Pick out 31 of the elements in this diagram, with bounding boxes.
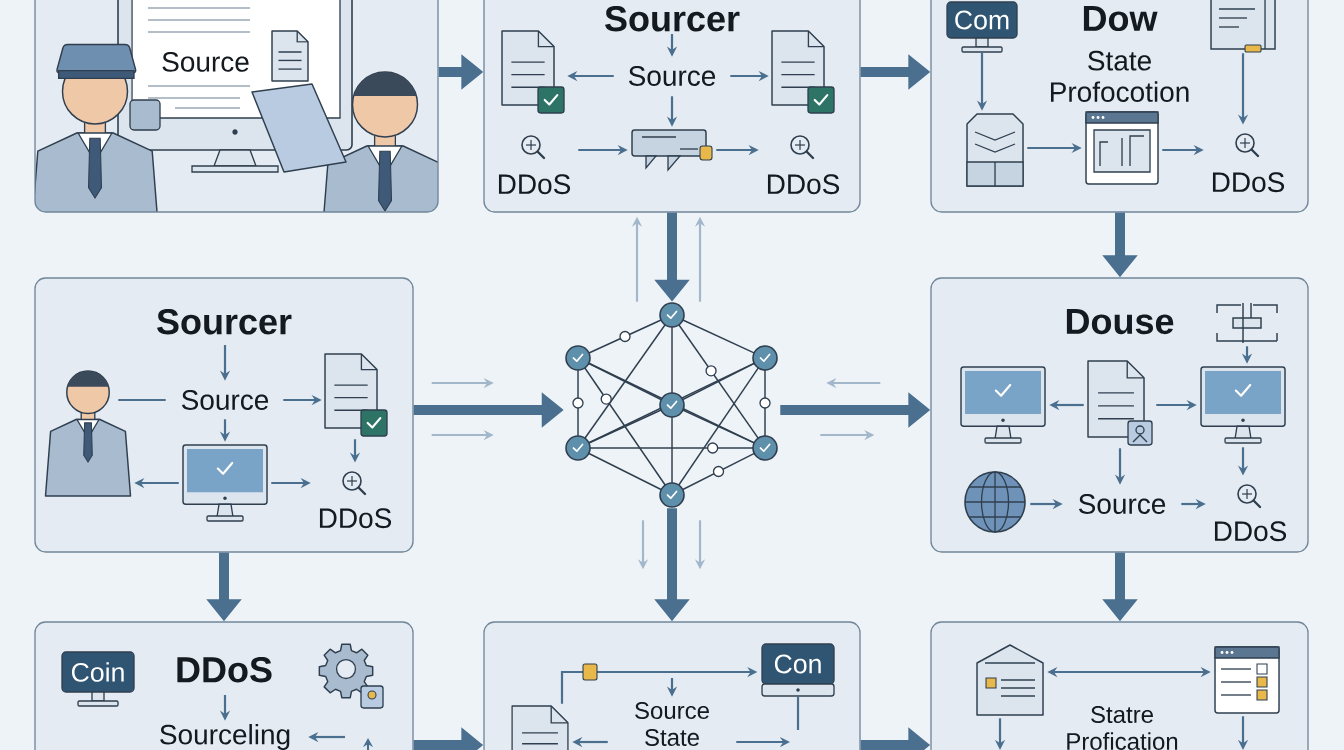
document-icon (771, 30, 835, 114)
network-drawing (565, 302, 778, 508)
step-label: DDoS (498, 174, 571, 195)
monitor-icon (182, 444, 268, 522)
step-label: Source (628, 66, 716, 86)
server-icon (966, 113, 1024, 187)
browser-icon (1085, 111, 1159, 185)
document-icon (324, 353, 388, 437)
step-label: Source (1078, 494, 1166, 514)
step-label: DDoS (767, 174, 840, 195)
document-icon (511, 705, 569, 750)
step-label: Statre Profication (1067, 706, 1178, 750)
illustration-panel: Source (34, 0, 439, 213)
globe-icon (964, 471, 1026, 533)
gear-icon (318, 643, 384, 709)
connector-line (796, 696, 800, 730)
monitor-icon (960, 366, 1046, 444)
browser-icon (1214, 646, 1280, 714)
document-icon (1087, 360, 1153, 446)
connector-line (118, 398, 166, 402)
document-icon (1210, 0, 1276, 53)
step-label: DDoS (1214, 521, 1287, 542)
step-label: Source (181, 390, 269, 410)
step-label: DDoS (1212, 172, 1285, 193)
person-icon (44, 370, 132, 497)
document-icon (501, 30, 565, 114)
step-label: DDoS (319, 508, 392, 529)
step-label: Source State (635, 702, 709, 746)
hierarchy-icon (1216, 302, 1278, 344)
step-label: Sourceling (160, 723, 290, 750)
monitor-icon (1200, 366, 1286, 444)
